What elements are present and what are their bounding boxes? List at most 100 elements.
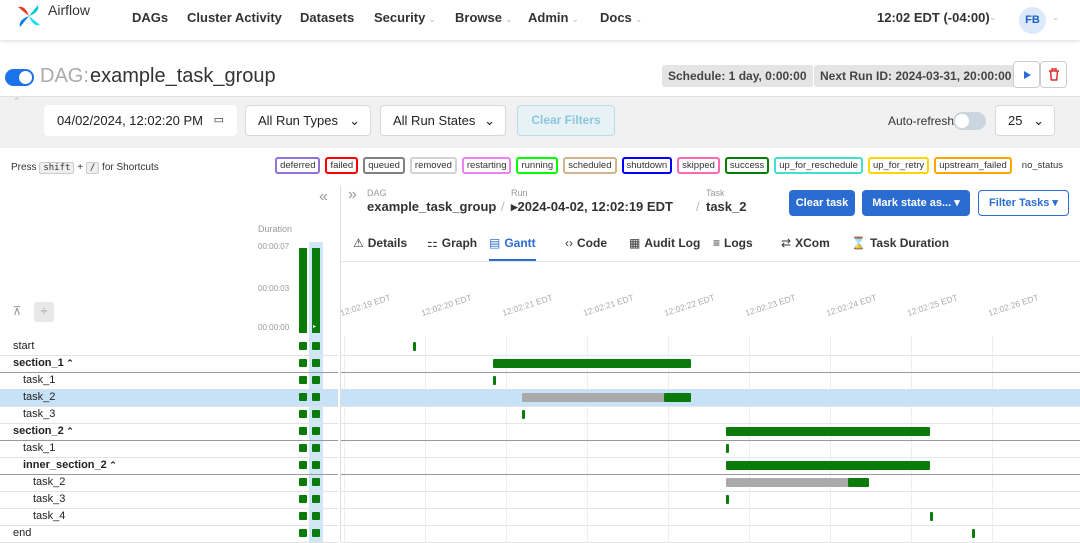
dag-pause-toggle[interactable] (5, 69, 34, 86)
expand-all-icon[interactable]: ⊼ (12, 304, 22, 318)
gantt-bar-success[interactable] (522, 410, 526, 419)
calendar-icon[interactable]: ▭ (213, 114, 224, 126)
legend-success[interactable]: success (724, 157, 770, 174)
task-instance-status[interactable] (312, 393, 320, 401)
breadcrumb-task[interactable]: task_2 (706, 199, 747, 214)
auto-refresh-toggle[interactable] (953, 112, 986, 130)
task-instance-status[interactable] (312, 410, 320, 418)
tab-audit-log[interactable]: ▦Audit Log (629, 231, 700, 261)
tab-xcom[interactable]: ⇄XCom (781, 231, 830, 261)
task-instance-status[interactable] (312, 427, 320, 435)
user-chevron-icon[interactable]: ⌄ (1052, 12, 1060, 22)
legend-restarting[interactable]: restarting (461, 157, 512, 174)
chevron-up-icon[interactable]: ⌃ (63, 426, 74, 436)
gantt-bar-success[interactable] (493, 376, 497, 385)
collapse-all-icon[interactable]: ÷ (34, 302, 54, 322)
breadcrumb-dag[interactable]: example_task_group (367, 199, 497, 214)
run-duration-bar[interactable] (312, 248, 320, 333)
nav-item-cluster-activity[interactable]: Cluster Activity (187, 10, 282, 25)
chevron-up-icon[interactable]: ⌃ (106, 460, 117, 470)
tab-graph[interactable]: ⚏Graph (427, 231, 477, 261)
run-types-select[interactable]: All Run Types ⌄ (245, 105, 371, 136)
legend-no-status[interactable]: no_status (1021, 160, 1063, 171)
legend-shutdown[interactable]: shutdown (621, 157, 673, 174)
gantt-bar-success[interactable] (412, 342, 416, 351)
nav-item-security[interactable]: Security⌄ (374, 10, 436, 25)
task-instance-status[interactable] (312, 512, 320, 520)
run-duration-bar[interactable] (299, 248, 307, 333)
legend-scheduled[interactable]: scheduled (563, 157, 617, 174)
task-row[interactable]: task_3 (0, 491, 338, 508)
task-instance-status[interactable] (312, 444, 320, 452)
task-row[interactable]: task_1 (0, 440, 338, 457)
tab-gantt[interactable]: ▤Gantt (489, 231, 536, 261)
collapse-filters-icon[interactable]: ⌃ (13, 96, 21, 106)
clear-filters-button[interactable]: Clear Filters (517, 105, 615, 136)
task-group-row[interactable]: section_1 ⌃ (0, 355, 338, 372)
nav-item-datasets[interactable]: Datasets (300, 10, 354, 25)
date-filter-input[interactable]: 04/02/2024, 12:02:20 PM ▭ (44, 105, 237, 136)
nav-item-admin[interactable]: Admin⌄ (528, 10, 579, 25)
task-row[interactable]: task_2 (0, 474, 338, 491)
gantt-bar-success[interactable] (971, 529, 975, 538)
nav-item-dags[interactable]: DAGs (132, 10, 168, 25)
tab-logs[interactable]: ≡Logs (713, 231, 753, 261)
legend-failed[interactable]: failed (325, 157, 359, 174)
clear-task-button[interactable]: Clear task (789, 190, 855, 216)
gantt-bar-success[interactable] (726, 461, 931, 470)
task-instance-status[interactable] (299, 359, 307, 367)
chevron-up-icon[interactable]: ⌃ (63, 358, 74, 368)
nav-item-browse[interactable]: Browse⌄ (455, 10, 513, 25)
task-group-row[interactable]: section_2 ⌃ (0, 423, 338, 440)
gantt-bar-success[interactable] (930, 512, 934, 521)
breadcrumb-run[interactable]: ▸2024-04-02, 12:02:19 EDT (511, 199, 673, 214)
task-instance-status[interactable] (312, 359, 320, 367)
task-row[interactable]: task_4 (0, 508, 338, 525)
task-instance-status[interactable] (312, 495, 320, 503)
gantt-bar-queued[interactable] (522, 393, 664, 402)
legend-upstream-failed[interactable]: upstream_failed (934, 157, 1012, 174)
task-instance-status[interactable] (299, 410, 307, 418)
tab-details[interactable]: ⚠Details (353, 231, 407, 261)
tab-code[interactable]: ‹›Code (565, 231, 607, 261)
task-instance-status[interactable] (299, 478, 307, 486)
task-instance-status[interactable] (299, 461, 307, 469)
brand[interactable]: Airflow (16, 2, 90, 29)
mark-state-button[interactable]: Mark state as... ▾ (862, 190, 970, 216)
gantt-bar-success[interactable] (726, 427, 931, 436)
trigger-dag-button[interactable] (1013, 61, 1040, 88)
task-instance-status[interactable] (312, 461, 320, 469)
task-instance-status[interactable] (312, 342, 320, 350)
gantt-bar-queued[interactable] (726, 478, 848, 487)
delete-dag-button[interactable] (1040, 61, 1067, 88)
expand-grid-icon[interactable]: » (348, 186, 357, 203)
nav-item-docs[interactable]: Docs⌄ (600, 10, 642, 25)
legend-running[interactable]: running (516, 157, 559, 174)
clock-menu[interactable]: 12:02 EDT (-04:00) (877, 10, 990, 25)
clock-chevron-icon[interactable]: ⌄ (989, 12, 997, 22)
task-row[interactable]: end (0, 525, 338, 542)
task-instance-status[interactable] (299, 427, 307, 435)
collapse-grid-icon[interactable]: « (319, 188, 328, 205)
legend-up-for-retry[interactable]: up_for_retry (867, 157, 930, 174)
task-instance-status[interactable] (299, 376, 307, 384)
task-instance-status[interactable] (299, 529, 307, 537)
legend-skipped[interactable]: skipped (677, 157, 720, 174)
task-instance-status[interactable] (299, 495, 307, 503)
task-instance-status[interactable] (312, 478, 320, 486)
run-states-select[interactable]: All Run States ⌄ (380, 105, 506, 136)
task-row[interactable]: task_3 (0, 406, 338, 423)
task-row[interactable]: start (0, 338, 338, 355)
gantt-bar-success[interactable] (493, 359, 691, 368)
tab-task-duration[interactable]: ⌛Task Duration (851, 231, 949, 261)
filter-tasks-button[interactable]: Filter Tasks ▾ (978, 190, 1069, 216)
task-group-row[interactable]: inner_section_2 ⌃ (0, 457, 338, 474)
legend-queued[interactable]: queued (363, 157, 405, 174)
task-instance-status[interactable] (312, 529, 320, 537)
task-instance-status[interactable] (299, 342, 307, 350)
gantt-bar-success[interactable] (726, 495, 730, 504)
legend-removed[interactable]: removed (409, 157, 457, 174)
task-instance-status[interactable] (299, 444, 307, 452)
task-row[interactable]: task_1 (0, 372, 338, 389)
task-instance-status[interactable] (299, 393, 307, 401)
